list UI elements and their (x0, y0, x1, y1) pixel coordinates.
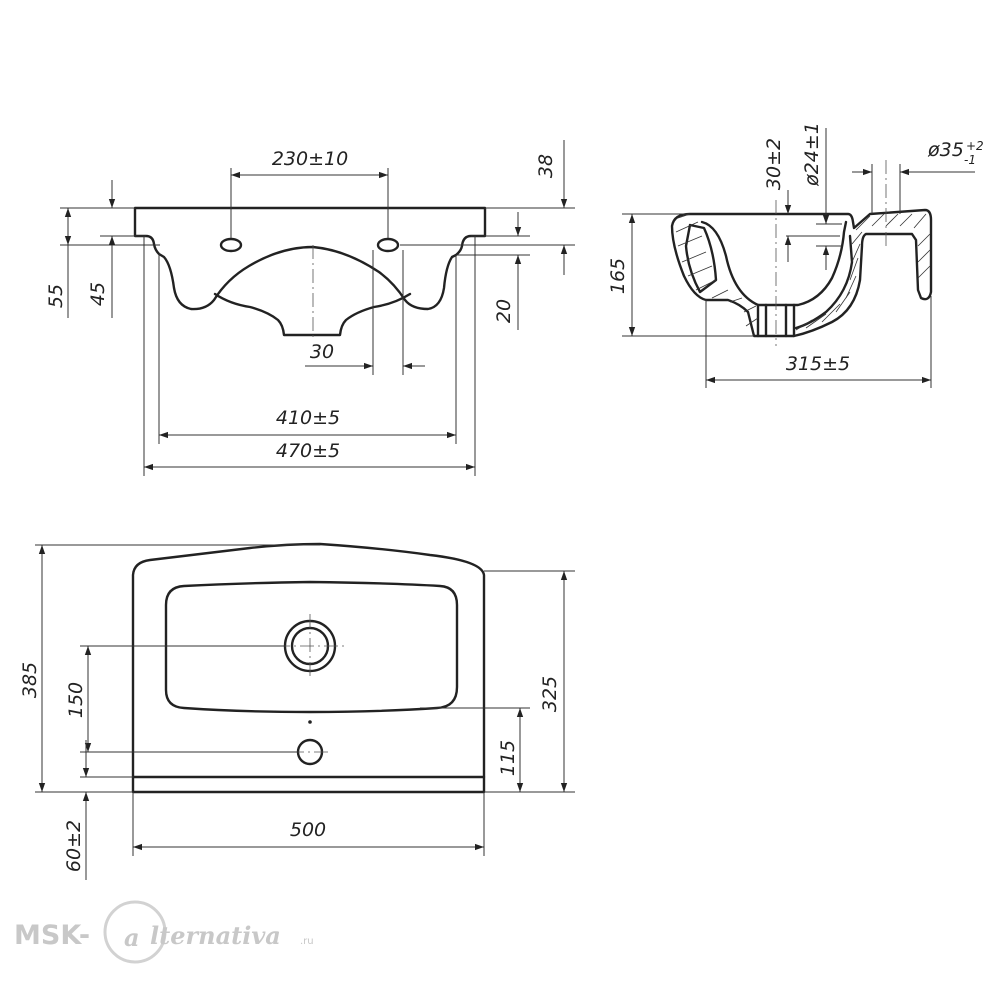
dim-height-55: 55 (45, 284, 67, 308)
tap-hole-right (376, 237, 400, 253)
dim-depth-325: 325 (539, 676, 561, 712)
dim-30: 30±2 (763, 138, 785, 190)
dim-width-500: 500 (290, 819, 326, 841)
tap-hole-left (219, 237, 243, 253)
top-view-basin (164, 580, 459, 714)
watermark: MSK- a lternativa .ru (14, 900, 314, 964)
dim-diameter-35-tol-lower: -1 (964, 153, 976, 167)
dim-front-60: 60±2 (63, 820, 85, 872)
watermark-logo-ring (103, 900, 167, 964)
dim-diameter-35-tol-upper: +2 (966, 139, 984, 153)
dim-depth-150: 150 (65, 682, 87, 718)
dim-height-38: 38 (535, 154, 557, 178)
front-view: 230±10 38 55 45 20 30 410±5 (45, 140, 575, 476)
section-hatching (675, 213, 931, 331)
dim-width-30: 30 (310, 341, 334, 363)
side-view-overflow-channel (684, 223, 718, 294)
front-view-drain-neck (213, 292, 412, 337)
dim-depth-115: 115 (497, 740, 519, 776)
front-view-outline (133, 206, 487, 311)
dim-height-20: 20 (493, 299, 515, 323)
dim-depth-315: 315±5 (786, 353, 850, 375)
side-view-drain (756, 303, 796, 338)
side-view-bowl-inner (700, 220, 848, 307)
watermark-right: lternativa (150, 921, 281, 950)
dim-width-470: 470±5 (276, 440, 340, 462)
top-view: 385 150 325 115 60±2 500 (19, 542, 575, 880)
side-view: 165 315±5 30±2 ø24±1 ø35 +2 -1 (607, 122, 984, 388)
dim-width-410: 410±5 (276, 407, 340, 429)
dim-height-45: 45 (87, 282, 109, 306)
watermark-suffix: .ru (300, 936, 314, 947)
dim-diameter-24: ø24±1 (801, 122, 823, 187)
dim-diameter-35: ø35 (927, 139, 964, 161)
watermark-left: MSK- (14, 920, 90, 951)
dim-depth-385: 385 (19, 662, 41, 698)
watermark-logo-letter: a (124, 923, 140, 952)
dim-hole-spacing: 230±10 (272, 148, 348, 170)
side-view-outer-outline (670, 208, 933, 338)
dim-height-165: 165 (607, 258, 629, 294)
